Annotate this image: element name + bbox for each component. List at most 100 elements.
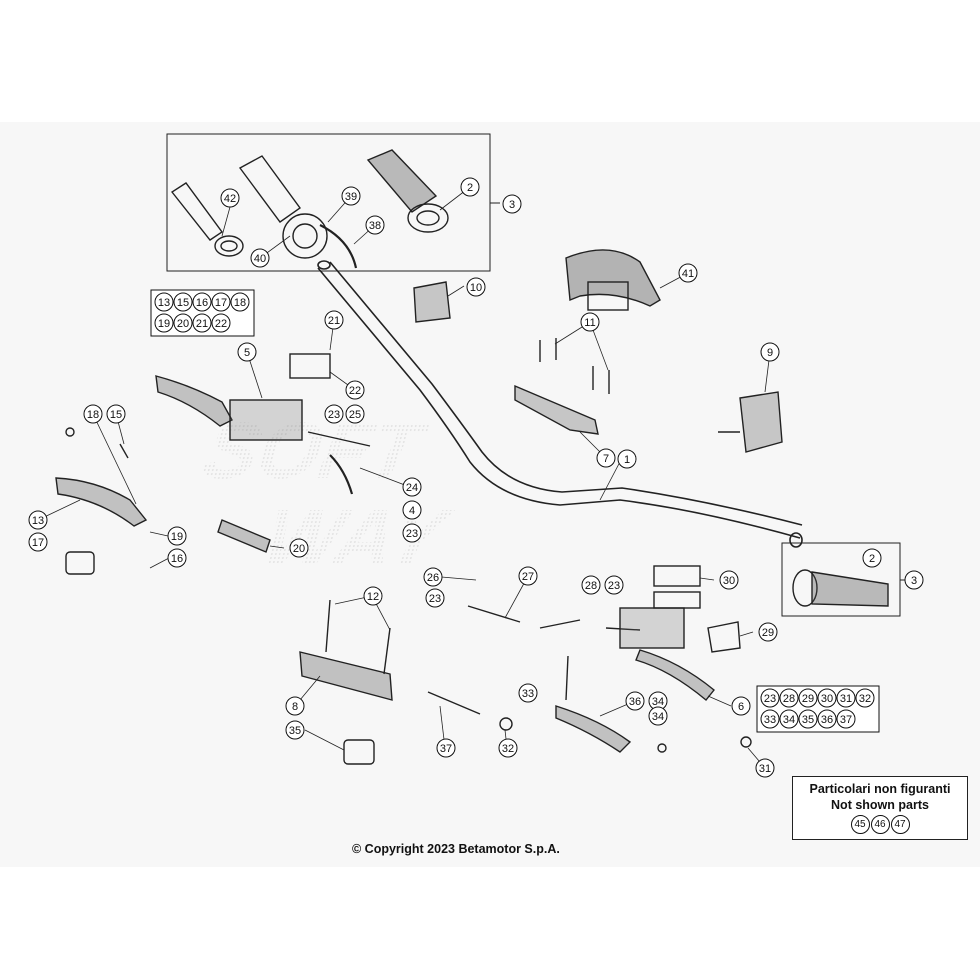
callout-23: 23 xyxy=(425,588,445,608)
group-number: 30 xyxy=(821,693,833,705)
callout-number: 15 xyxy=(110,409,122,421)
callout-number: 22 xyxy=(349,385,361,397)
group-number: 28 xyxy=(783,693,795,705)
callout-number: 23 xyxy=(406,528,418,540)
callout-number: 16 xyxy=(171,553,183,565)
callout-number: 7 xyxy=(603,453,609,465)
callout-25: 25 xyxy=(345,404,365,424)
callout-number: 33 xyxy=(522,688,534,700)
callout-34: 34 xyxy=(648,706,668,726)
callout-number: 3 xyxy=(911,575,917,587)
callout-number: 31 xyxy=(759,763,771,775)
callout-7: 7 xyxy=(596,448,616,468)
group-number: 35 xyxy=(802,714,814,726)
callout-21: 21 xyxy=(324,310,344,330)
callout-36: 36 xyxy=(625,691,645,711)
group-number: 31 xyxy=(840,693,852,705)
svg-text:SOFT: SOFT xyxy=(194,406,436,496)
group-number: 18 xyxy=(234,297,246,309)
front-brake-master xyxy=(619,565,741,701)
callout-number: 2 xyxy=(869,553,875,565)
left-grip xyxy=(170,182,244,257)
callout-number: 11 xyxy=(584,317,595,329)
brake-hose xyxy=(467,605,641,631)
callout-number: 37 xyxy=(440,743,452,755)
group-number: 22 xyxy=(215,318,227,330)
callout-9: 9 xyxy=(760,342,780,362)
callout-number: 32 xyxy=(502,743,514,755)
callout-number: 23 xyxy=(328,409,340,421)
right-grip-box xyxy=(781,542,908,617)
watermark: SOFT WAY xyxy=(194,406,460,583)
callout-number: 19 xyxy=(171,531,183,543)
callout-number: 17 xyxy=(32,537,44,549)
group-number: 37 xyxy=(840,714,852,726)
callout-33: 33 xyxy=(518,683,538,703)
callout-number: 3 xyxy=(509,199,515,211)
callout-38: 38 xyxy=(365,215,385,235)
small-parts xyxy=(427,655,752,753)
callout-number: 1 xyxy=(624,454,630,466)
callout-23: 23 xyxy=(604,575,624,595)
callout-12: 12 xyxy=(363,586,383,606)
callout-number: 23 xyxy=(608,580,620,592)
group-number: 17 xyxy=(215,297,227,309)
callout-3: 3 xyxy=(502,194,522,214)
left-lever xyxy=(55,427,148,575)
callout-31: 31 xyxy=(755,758,775,778)
throttle-grip xyxy=(238,155,358,269)
group-number: 21 xyxy=(196,318,208,330)
right-grip xyxy=(366,149,449,233)
callout-15: 15 xyxy=(106,404,126,424)
callout-number: 5 xyxy=(244,347,250,359)
callout-number: 41 xyxy=(682,268,694,280)
group-number: 20 xyxy=(177,318,189,330)
callout-number: 25 xyxy=(349,409,361,421)
callout-number: 23 xyxy=(429,593,441,605)
group-number: 33 xyxy=(764,714,776,726)
not-shown-number: 45 xyxy=(850,815,870,834)
callout-number: 34 xyxy=(652,696,664,708)
svg-text:WAY: WAY xyxy=(255,493,460,583)
clutch-master xyxy=(155,353,371,495)
callout-40: 40 xyxy=(250,248,270,268)
callout-number: 10 xyxy=(470,282,482,294)
callout-30: 30 xyxy=(719,570,739,590)
callout-number: 26 xyxy=(427,572,439,584)
callout-number: 42 xyxy=(224,193,236,205)
callout-27: 27 xyxy=(518,566,538,586)
callout-number: 21 xyxy=(328,315,340,327)
not-shown-numbers: 45 46 47 xyxy=(793,815,967,834)
callout-10: 10 xyxy=(466,277,486,297)
callout-23: 23 xyxy=(324,404,344,424)
callout-16: 16 xyxy=(167,548,187,568)
callout-1: 1 xyxy=(617,449,637,469)
callout-24: 24 xyxy=(402,477,422,497)
callout-number: 18 xyxy=(87,409,99,421)
callout-18: 18 xyxy=(83,404,103,424)
callout-32: 32 xyxy=(498,738,518,758)
callout-37: 37 xyxy=(436,738,456,758)
group-number: 34 xyxy=(783,714,795,726)
adjuster xyxy=(217,519,271,553)
not-shown-parts-box: Particolari non figuranti Not shown part… xyxy=(792,776,968,840)
group-number: 32 xyxy=(859,693,871,705)
callout-number: 20 xyxy=(293,543,305,555)
callout-number: 36 xyxy=(629,696,641,708)
callout-29: 29 xyxy=(758,622,778,642)
callout-number: 12 xyxy=(367,591,379,603)
callout-number: 4 xyxy=(409,505,415,517)
callout-number: 8 xyxy=(292,701,298,713)
lower-clamps xyxy=(299,599,393,765)
callout-28: 28 xyxy=(581,575,601,595)
not-shown-number: 47 xyxy=(890,815,910,834)
callout-number: 9 xyxy=(767,347,773,359)
handlebar-pad xyxy=(565,249,661,311)
callout-11: 11 xyxy=(580,312,600,332)
not-shown-number: 46 xyxy=(870,815,890,834)
callout-34: 34 xyxy=(648,691,668,711)
callout-35: 35 xyxy=(285,720,305,740)
